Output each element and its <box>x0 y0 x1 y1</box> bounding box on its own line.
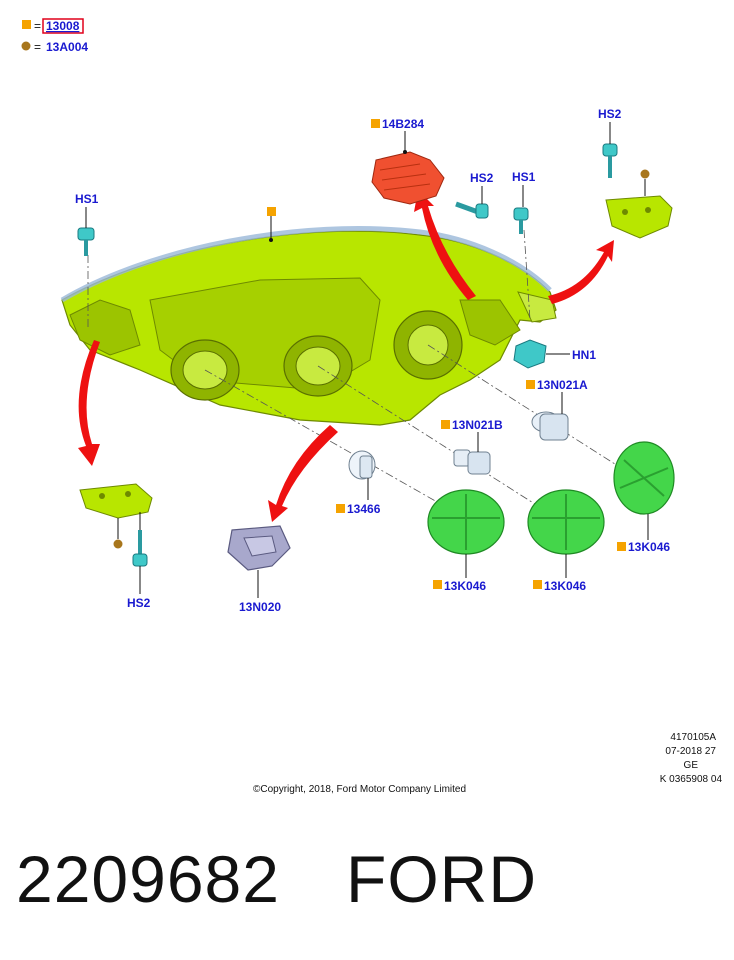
headlamp-housing <box>60 226 557 426</box>
callout-hs1-right: HS1 <box>512 170 536 184</box>
bracket-top-right <box>605 195 673 239</box>
legend-square-icon <box>22 20 31 29</box>
removal-arrows <box>78 190 614 522</box>
callout-13n020: 13N020 <box>239 600 281 614</box>
ref-line-1: 4170105A <box>670 732 716 743</box>
callout-13n021a-marker <box>526 380 535 389</box>
callout-13k046-c: 13K046 <box>628 540 670 554</box>
levelling-motor <box>371 151 445 205</box>
assembly-guide-lines <box>87 229 641 521</box>
callout-13k046-c-marker <box>617 542 626 551</box>
arrow-right-up-icon <box>548 240 614 304</box>
legend-dot-icon <box>21 41 31 51</box>
legend-equals-1: = <box>34 19 41 33</box>
screw-hs1-left <box>77 227 95 256</box>
callout-hs2-bottom: HS2 <box>127 596 151 610</box>
arrow-up-motor-icon <box>414 190 476 300</box>
screw-hs2-bottom <box>132 530 148 567</box>
screw-hs1-right <box>513 207 529 234</box>
callout-13k046-b: 13K046 <box>544 579 586 593</box>
bracket-bottom-left <box>79 483 153 519</box>
copyright-text: ©Copyright, 2018, Ford Motor Company Lim… <box>253 784 466 795</box>
callout-14b284-marker <box>371 119 380 128</box>
bracket-bottom-dot-icon <box>113 539 123 549</box>
grommet-13n020 <box>227 525 291 571</box>
bulb-13n021b <box>453 449 491 475</box>
callout-13k046-a: 13K046 <box>444 579 486 593</box>
arrow-center-down-icon <box>268 425 338 522</box>
callout-13466-marker <box>336 504 345 513</box>
part-number: 2209682 <box>16 842 280 916</box>
housing-marker-icon <box>267 207 276 216</box>
screw-hs2-top <box>602 143 618 178</box>
callout-13466: 13466 <box>347 502 381 516</box>
callout-14b284: 14B284 <box>382 117 424 131</box>
callout-hs1-left: HS1 <box>75 192 99 206</box>
callout-13k046-a-marker <box>433 580 442 589</box>
legend-equals-2: = <box>34 40 41 54</box>
nut-hn1 <box>513 339 547 369</box>
callout-13k046-b-marker <box>533 580 542 589</box>
brand-name: FORD <box>346 842 537 916</box>
callout-13n021a: 13N021A <box>537 378 588 392</box>
bracket-top-dot-icon <box>640 169 650 179</box>
ref-line-3: GE <box>684 760 699 771</box>
cover-13k046-c <box>613 441 675 515</box>
callout-hn1: HN1 <box>572 348 596 362</box>
callout-13n021b-marker <box>441 420 450 429</box>
bulb-13n021a <box>531 411 569 441</box>
legend-square-code-link[interactable]: 13008 <box>46 19 80 33</box>
screw-hs2-mid <box>455 201 489 219</box>
legend-highlight-box <box>42 18 84 34</box>
arrow-left-down-icon <box>78 340 100 466</box>
callout-13n021b: 13N021B <box>452 418 503 432</box>
bulb-13466 <box>348 450 376 480</box>
callout-hs2-mid: HS2 <box>470 171 494 185</box>
callout-hs2-top: HS2 <box>598 107 622 121</box>
cover-13k046-b <box>527 489 605 555</box>
cover-13k046-a <box>427 489 505 555</box>
legend-dot-code: 13A004 <box>46 40 88 54</box>
ref-line-2: 07-2018 27 <box>665 746 716 757</box>
ref-line-4: K 0365908 04 <box>660 774 723 785</box>
